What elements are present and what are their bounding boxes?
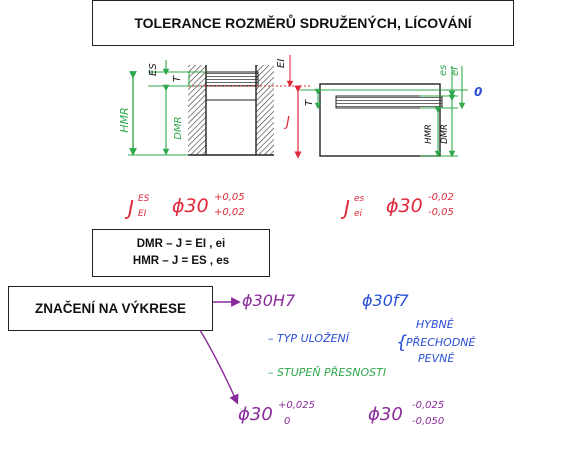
fit-type-label: – TYP ULOŽENÍ <box>268 332 351 345</box>
hole-tolerance-notation: J ES EI ϕ30 +0,05 +0,02 <box>124 192 245 220</box>
hole-t-label: T <box>172 75 183 82</box>
shaft-fit-notation: ϕ30f7 <box>362 291 410 310</box>
shaft-es-label: es <box>438 65 449 76</box>
hole-hmr-label: HMR <box>118 107 131 132</box>
hole-example-diameter: ϕ30 <box>238 404 273 425</box>
shaft-example-upper: -0,025 <box>412 400 444 411</box>
hole-example-lower: 0 <box>284 416 290 427</box>
hole-es-label: ES <box>148 63 159 76</box>
shaft-tolerance-notation: J es ei ϕ30 -0,02 -0,05 <box>340 192 454 220</box>
drawing-notation-box: ZNAČENÍ NA VÝKRESE <box>8 286 213 331</box>
shaft-tol-upper: -0,02 <box>428 192 454 203</box>
hole-wall-right <box>256 65 274 155</box>
fit-option-pevne: PEVNÉ <box>418 352 454 365</box>
shaft-tol-symbol: J <box>340 196 350 220</box>
arrow-to-example <box>199 329 239 405</box>
shaft-tolerance-zone <box>335 95 443 109</box>
fit-option-prechodne: PŘECHODNÉ <box>406 336 476 349</box>
hole-dmr-label: DMR <box>173 116 184 139</box>
hole-tol-lower: +0,02 <box>214 207 245 218</box>
formula-hmr: HMR – J = ES , es <box>132 255 230 267</box>
shaft-body <box>319 83 441 157</box>
hole-tol-sub: EI <box>138 209 147 219</box>
hole-tolerance-zone <box>205 71 259 87</box>
hole-wall-left <box>188 65 206 155</box>
shaft-hmr-label: HMR <box>424 124 434 144</box>
shaft-example-lower: -0,050 <box>412 416 444 427</box>
hole-tol-upper: +0,05 <box>214 192 245 203</box>
shaft-example-diameter: ϕ30 <box>368 404 403 425</box>
shaft-t-label: T <box>304 99 315 106</box>
hole-ei-label: EI <box>276 59 287 68</box>
formula-box: DMR – J = EI , ei HMR – J = ES , es <box>92 229 270 277</box>
hole-example-upper: +0,025 <box>278 400 315 411</box>
fit-option-hybne: HYBNÉ <box>416 318 454 331</box>
hole-j-label: J <box>283 115 290 130</box>
hole-tol-symbol: J <box>124 196 134 220</box>
fit-options-brace: { <box>396 332 407 353</box>
shaft-example: ϕ30 -0,025 -0,050 <box>368 400 444 427</box>
drawing-notation-label: ZNAČENÍ NA VÝKRESE <box>34 301 187 316</box>
grade-label: – STUPEŇ PŘESNOSTI <box>268 366 386 379</box>
shaft-tol-sup: es <box>354 194 365 204</box>
shaft-tol-diameter: ϕ30 <box>386 195 423 217</box>
shaft-tol-sub: ei <box>354 209 363 219</box>
page-title: TOLERANCE ROZMĚRŮ SDRUŽENÝCH, LÍCOVÁNÍ <box>134 15 472 31</box>
hole-drawing <box>188 65 274 156</box>
shaft-ei-label: ei <box>450 67 461 76</box>
shaft-dmr-label: DMR <box>440 124 450 144</box>
hole-fit-notation: ϕ30H7 <box>242 291 296 310</box>
hole-example: ϕ30 +0,025 0 <box>238 400 315 427</box>
hole-tol-diameter: ϕ30 <box>172 195 209 217</box>
shaft-tol-lower: -0,05 <box>428 207 454 218</box>
title-box: TOLERANCE ROZMĚRŮ SDRUŽENÝCH, LÍCOVÁNÍ <box>92 0 514 46</box>
hole-tol-sup: ES <box>138 194 150 204</box>
zero-line-label: 0 <box>474 85 482 99</box>
formula-dmr: DMR – J = EI , ei <box>136 238 226 250</box>
shaft-drawing <box>319 83 443 157</box>
